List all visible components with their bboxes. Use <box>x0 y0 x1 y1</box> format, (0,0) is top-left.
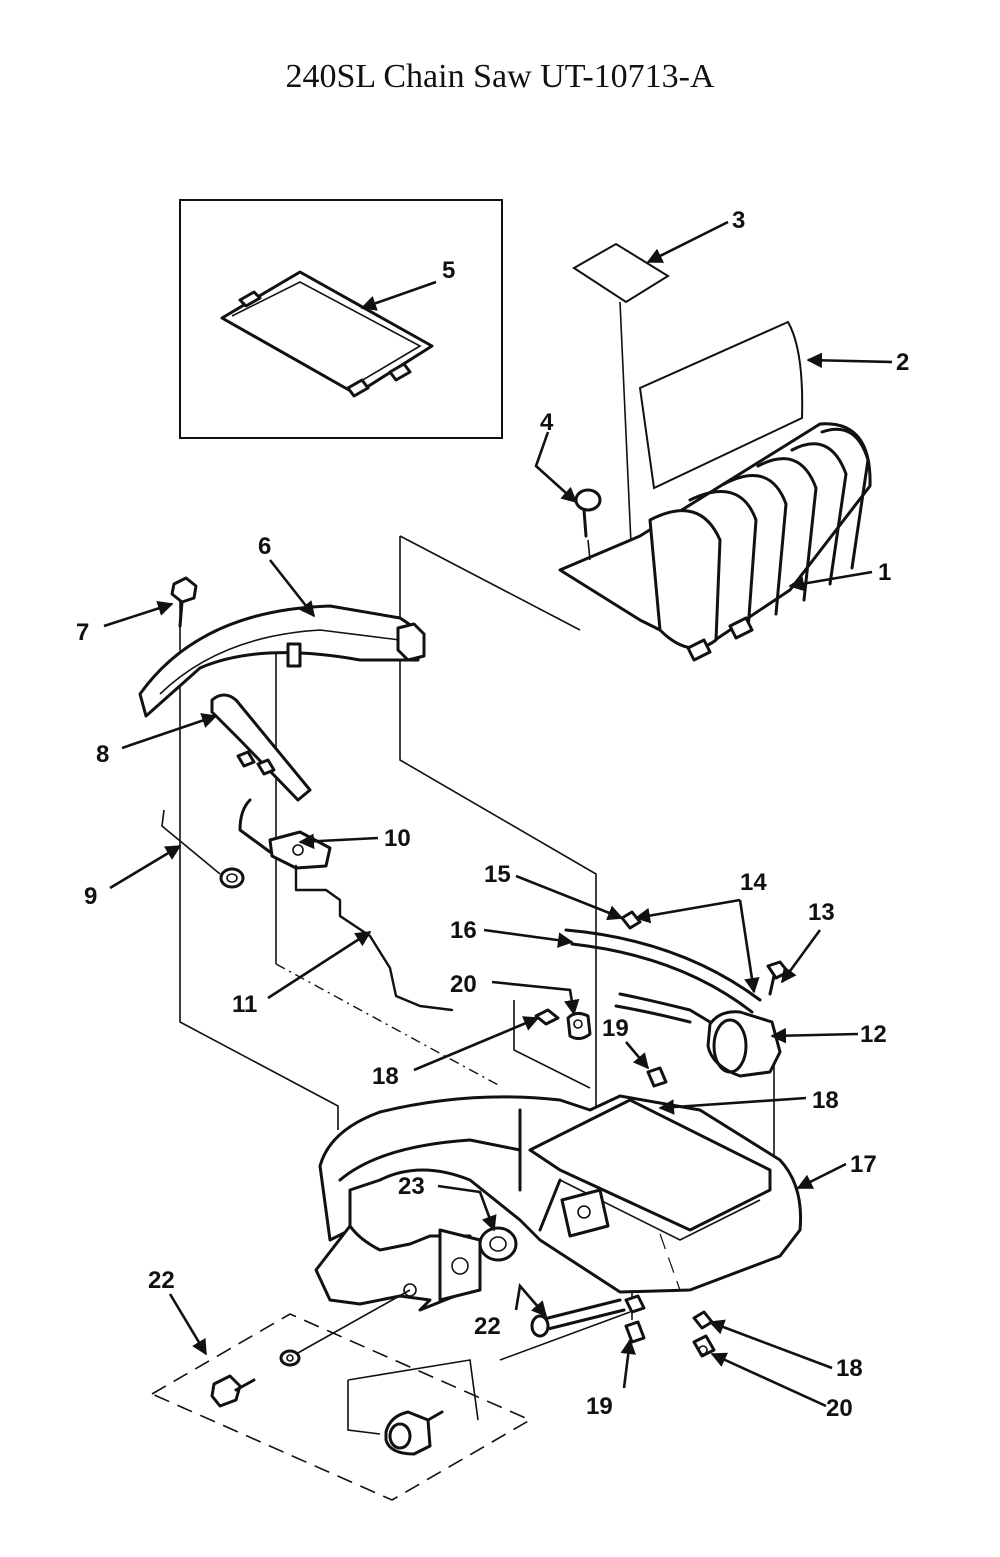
part-2-decal <box>638 320 804 490</box>
callout-3: 3 <box>732 207 745 234</box>
part-16-hose <box>564 928 762 1014</box>
part-7-bolt <box>170 576 198 628</box>
callout-numbers: 1 2 3 4 5 6 7 8 9 10 11 12 13 14 15 16 1… <box>76 207 909 1422</box>
part-4-screw <box>574 488 602 561</box>
part-18-nut-upper <box>534 1008 560 1026</box>
part-6-handle-guard <box>138 604 426 718</box>
callout-20-lower: 20 <box>826 1395 853 1422</box>
callout-5: 5 <box>442 257 455 284</box>
callout-8: 8 <box>96 741 109 768</box>
part-11-throttle-rod <box>294 864 454 1012</box>
callout-12: 12 <box>860 1021 887 1048</box>
part-8-lockout <box>210 693 312 802</box>
callout-18-middle: 18 <box>812 1087 839 1114</box>
part-3-label <box>572 242 670 567</box>
callout-20-upper: 20 <box>450 971 477 998</box>
callout-23: 23 <box>398 1173 425 1200</box>
part-22-kit-box <box>150 1289 532 1501</box>
callout-18-upper: 18 <box>372 1063 399 1090</box>
part-19-clip-lower <box>624 1294 646 1344</box>
part-20-washer-lower <box>692 1334 716 1358</box>
callout-1: 1 <box>878 559 891 586</box>
part-10-trigger <box>238 798 332 870</box>
callout-22-kit: 22 <box>148 1267 175 1294</box>
callout-17: 17 <box>850 1151 877 1178</box>
callout-11: 11 <box>232 991 257 1018</box>
callout-15: 15 <box>484 861 511 888</box>
callout-16: 16 <box>450 917 477 944</box>
page-title: 240SL Chain Saw UT-10713-A <box>285 58 715 95</box>
part-15-clamp <box>620 910 642 930</box>
callout-19-lower: 19 <box>586 1393 613 1420</box>
inset-box <box>179 199 503 439</box>
part-12-pump <box>614 992 782 1078</box>
callout-leaders <box>103 220 893 1408</box>
callout-13: 13 <box>808 899 835 926</box>
part-1-cylinder-cover <box>558 422 872 662</box>
part-19-clip-upper <box>646 1066 668 1088</box>
callout-18-lower: 18 <box>836 1355 863 1382</box>
callout-22-shaft: 22 <box>474 1313 501 1340</box>
callout-6: 6 <box>258 533 271 560</box>
part-9-spring <box>161 809 245 889</box>
part-20-washer-upper <box>566 1011 592 1041</box>
callout-19-upper: 19 <box>602 1015 629 1042</box>
callout-7: 7 <box>76 619 89 646</box>
callout-14: 14 <box>740 869 767 896</box>
part-17-handle-housing <box>314 1094 803 1312</box>
callout-9: 9 <box>84 883 97 910</box>
callout-4: 4 <box>540 409 554 436</box>
part-23-gear <box>478 1226 518 1262</box>
callout-2: 2 <box>896 349 909 376</box>
part-18-nut-lower <box>692 1310 714 1330</box>
callout-10: 10 <box>384 825 411 852</box>
part-5-cover-plate <box>220 270 434 398</box>
